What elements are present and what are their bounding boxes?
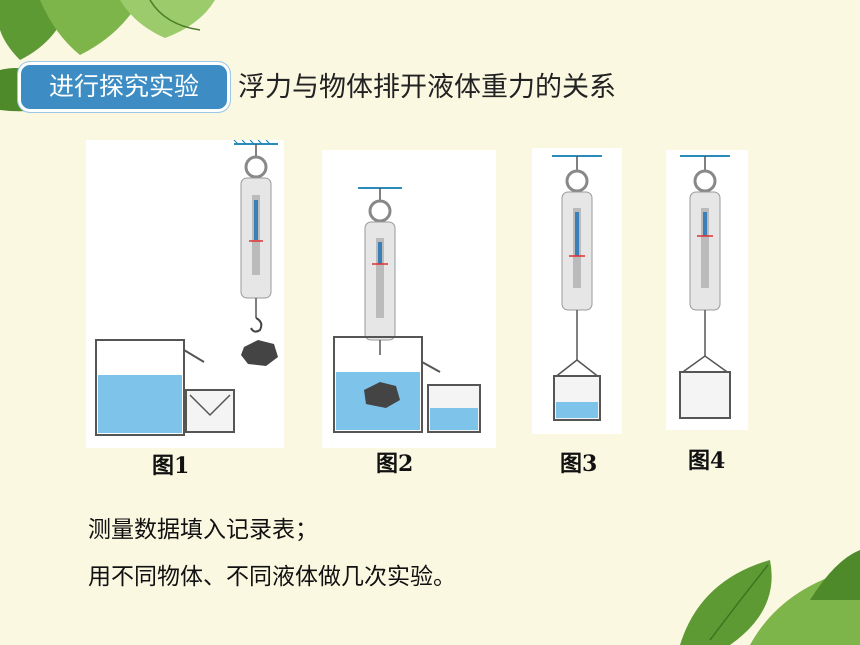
section-badge: 进行探究实验 (18, 62, 230, 112)
page-title: 浮力与物体排开液体重力的关系 (238, 72, 616, 103)
instruction-line-1: 测量数据填入记录表； (88, 517, 318, 543)
figure-3-label: 图3 (560, 451, 598, 477)
figure-3-image (532, 148, 622, 434)
figure-4-image (666, 150, 748, 430)
figure-2-label: 图2 (376, 451, 414, 477)
leaf-decoration-bottom (680, 550, 860, 645)
figure-1-image (86, 139, 284, 448)
figure-1-label: 图1 (152, 453, 190, 479)
figure-4-label: 图4 (688, 448, 726, 474)
instruction-line-2: 用不同物体、不同液体做几次实验。 (88, 564, 456, 590)
figure-2-image (322, 150, 496, 448)
